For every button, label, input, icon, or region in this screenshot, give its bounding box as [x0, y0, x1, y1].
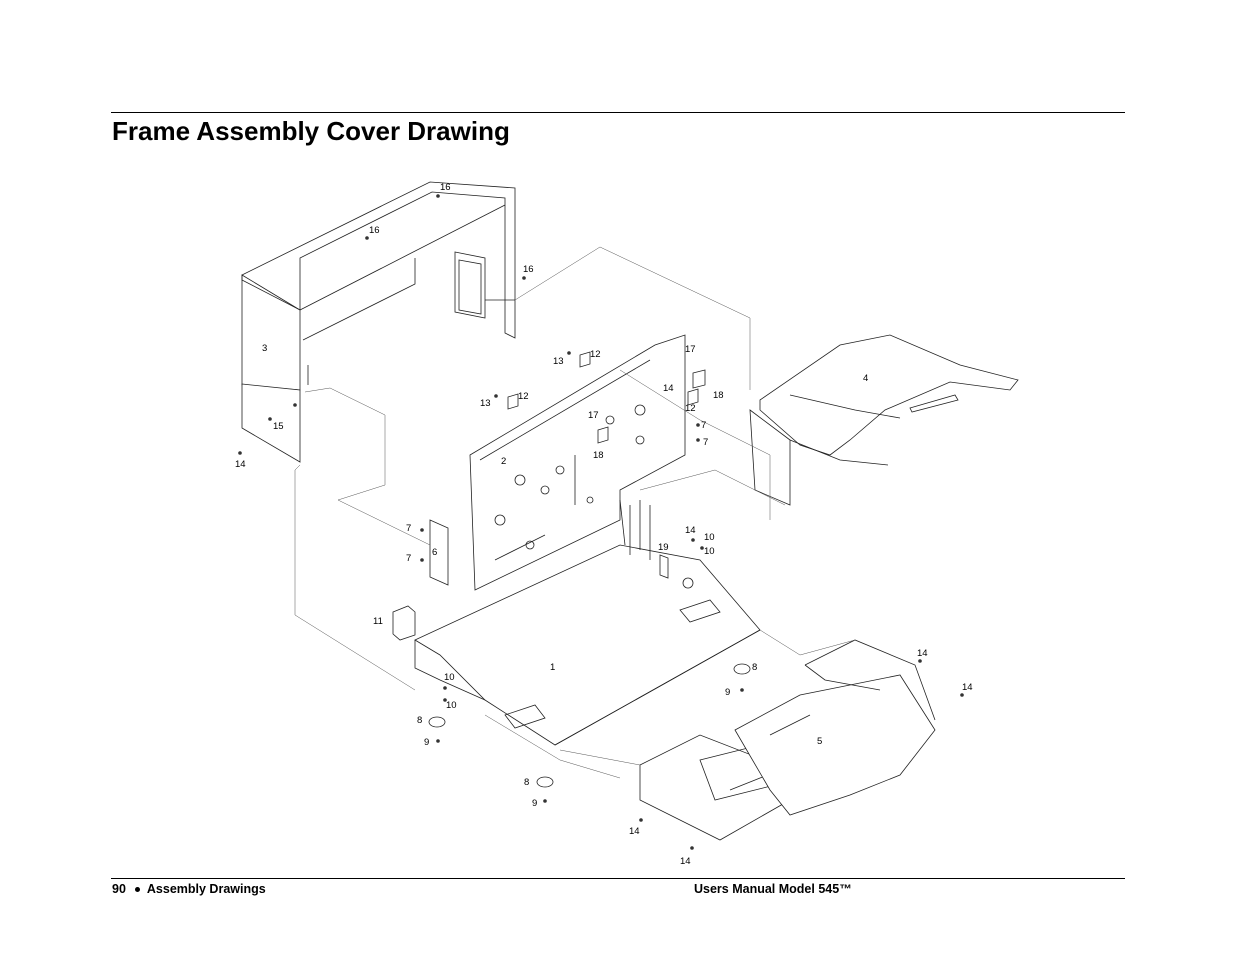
- callout-label: 15: [273, 421, 284, 432]
- part-19-clip: [659, 554, 669, 579]
- callout-label: 8: [752, 662, 757, 673]
- callout-label: 7: [701, 420, 706, 431]
- callout-label: 9: [424, 737, 429, 748]
- page-number: 90: [112, 882, 126, 896]
- callout-label: 16: [440, 182, 451, 193]
- callout-label: 10: [704, 532, 715, 543]
- callout-label: 14: [663, 383, 674, 394]
- part-3-top-cover: [241, 181, 516, 391]
- part-2-frame-plate: [469, 334, 686, 591]
- footer-rule: [111, 878, 1125, 879]
- callout-label: 9: [532, 798, 537, 809]
- feet-and-screws: [428, 663, 751, 803]
- hinges: [507, 351, 706, 444]
- header-rule: [111, 112, 1125, 113]
- callout-label: 14: [235, 459, 246, 470]
- callout-label: 13: [480, 398, 491, 409]
- section-name: Assembly Drawings: [146, 882, 266, 896]
- callout-label: 2: [501, 456, 506, 467]
- callout-label: 4: [863, 373, 868, 384]
- fasteners: [238, 194, 964, 850]
- callout-label: 14: [917, 648, 928, 659]
- callout-label: 1: [550, 662, 555, 673]
- callout-label: 7: [406, 553, 411, 564]
- bullet-separator: [134, 886, 140, 892]
- part-4-front-hood: [749, 334, 1019, 506]
- callout-label: 18: [593, 450, 604, 461]
- callout-label: 17: [685, 344, 696, 355]
- callout-label: 14: [680, 856, 691, 867]
- part-15-side-panel: [241, 383, 301, 463]
- callout-label: 7: [703, 437, 708, 448]
- callout-label: 7: [406, 523, 411, 534]
- part-11-motor: [392, 605, 416, 641]
- footer-left: 90 Assembly Drawings: [112, 882, 266, 896]
- callout-label: 16: [523, 264, 534, 275]
- callout-label: 10: [704, 546, 715, 557]
- callout-label: 8: [524, 777, 529, 788]
- callout-label: 14: [962, 682, 973, 693]
- part-5-rear-cover: [639, 639, 936, 841]
- callout-label: 3: [262, 343, 267, 354]
- part-6-bracket: [429, 519, 449, 586]
- callout-label: 12: [590, 349, 601, 360]
- callout-label: 12: [518, 391, 529, 402]
- callout-label: 10: [446, 700, 457, 711]
- manual-title: Users Manual Model 545™: [694, 882, 852, 896]
- callout-label: 19: [658, 542, 669, 553]
- callout-label: 5: [817, 736, 822, 747]
- callout-label: 16: [369, 225, 380, 236]
- callout-labels: 16 16 16 3 13 12 13 12 15 14 17 14 18 12…: [235, 182, 973, 867]
- callout-label: 8: [417, 715, 422, 726]
- callout-label: 17: [588, 410, 599, 421]
- callout-label: 11: [373, 616, 383, 627]
- callout-label: 14: [629, 826, 640, 837]
- callout-label: 14: [685, 525, 696, 536]
- page-title: Frame Assembly Cover Drawing: [112, 116, 510, 146]
- leader-lines: [294, 246, 856, 779]
- callout-label: 18: [713, 390, 724, 401]
- callout-label: 13: [553, 356, 564, 367]
- part-1-base-pan: [414, 499, 761, 746]
- callout-label: 6: [432, 547, 437, 558]
- callout-label: 10: [444, 672, 455, 683]
- callout-label: 12: [685, 403, 696, 414]
- callout-label: 9: [725, 687, 730, 698]
